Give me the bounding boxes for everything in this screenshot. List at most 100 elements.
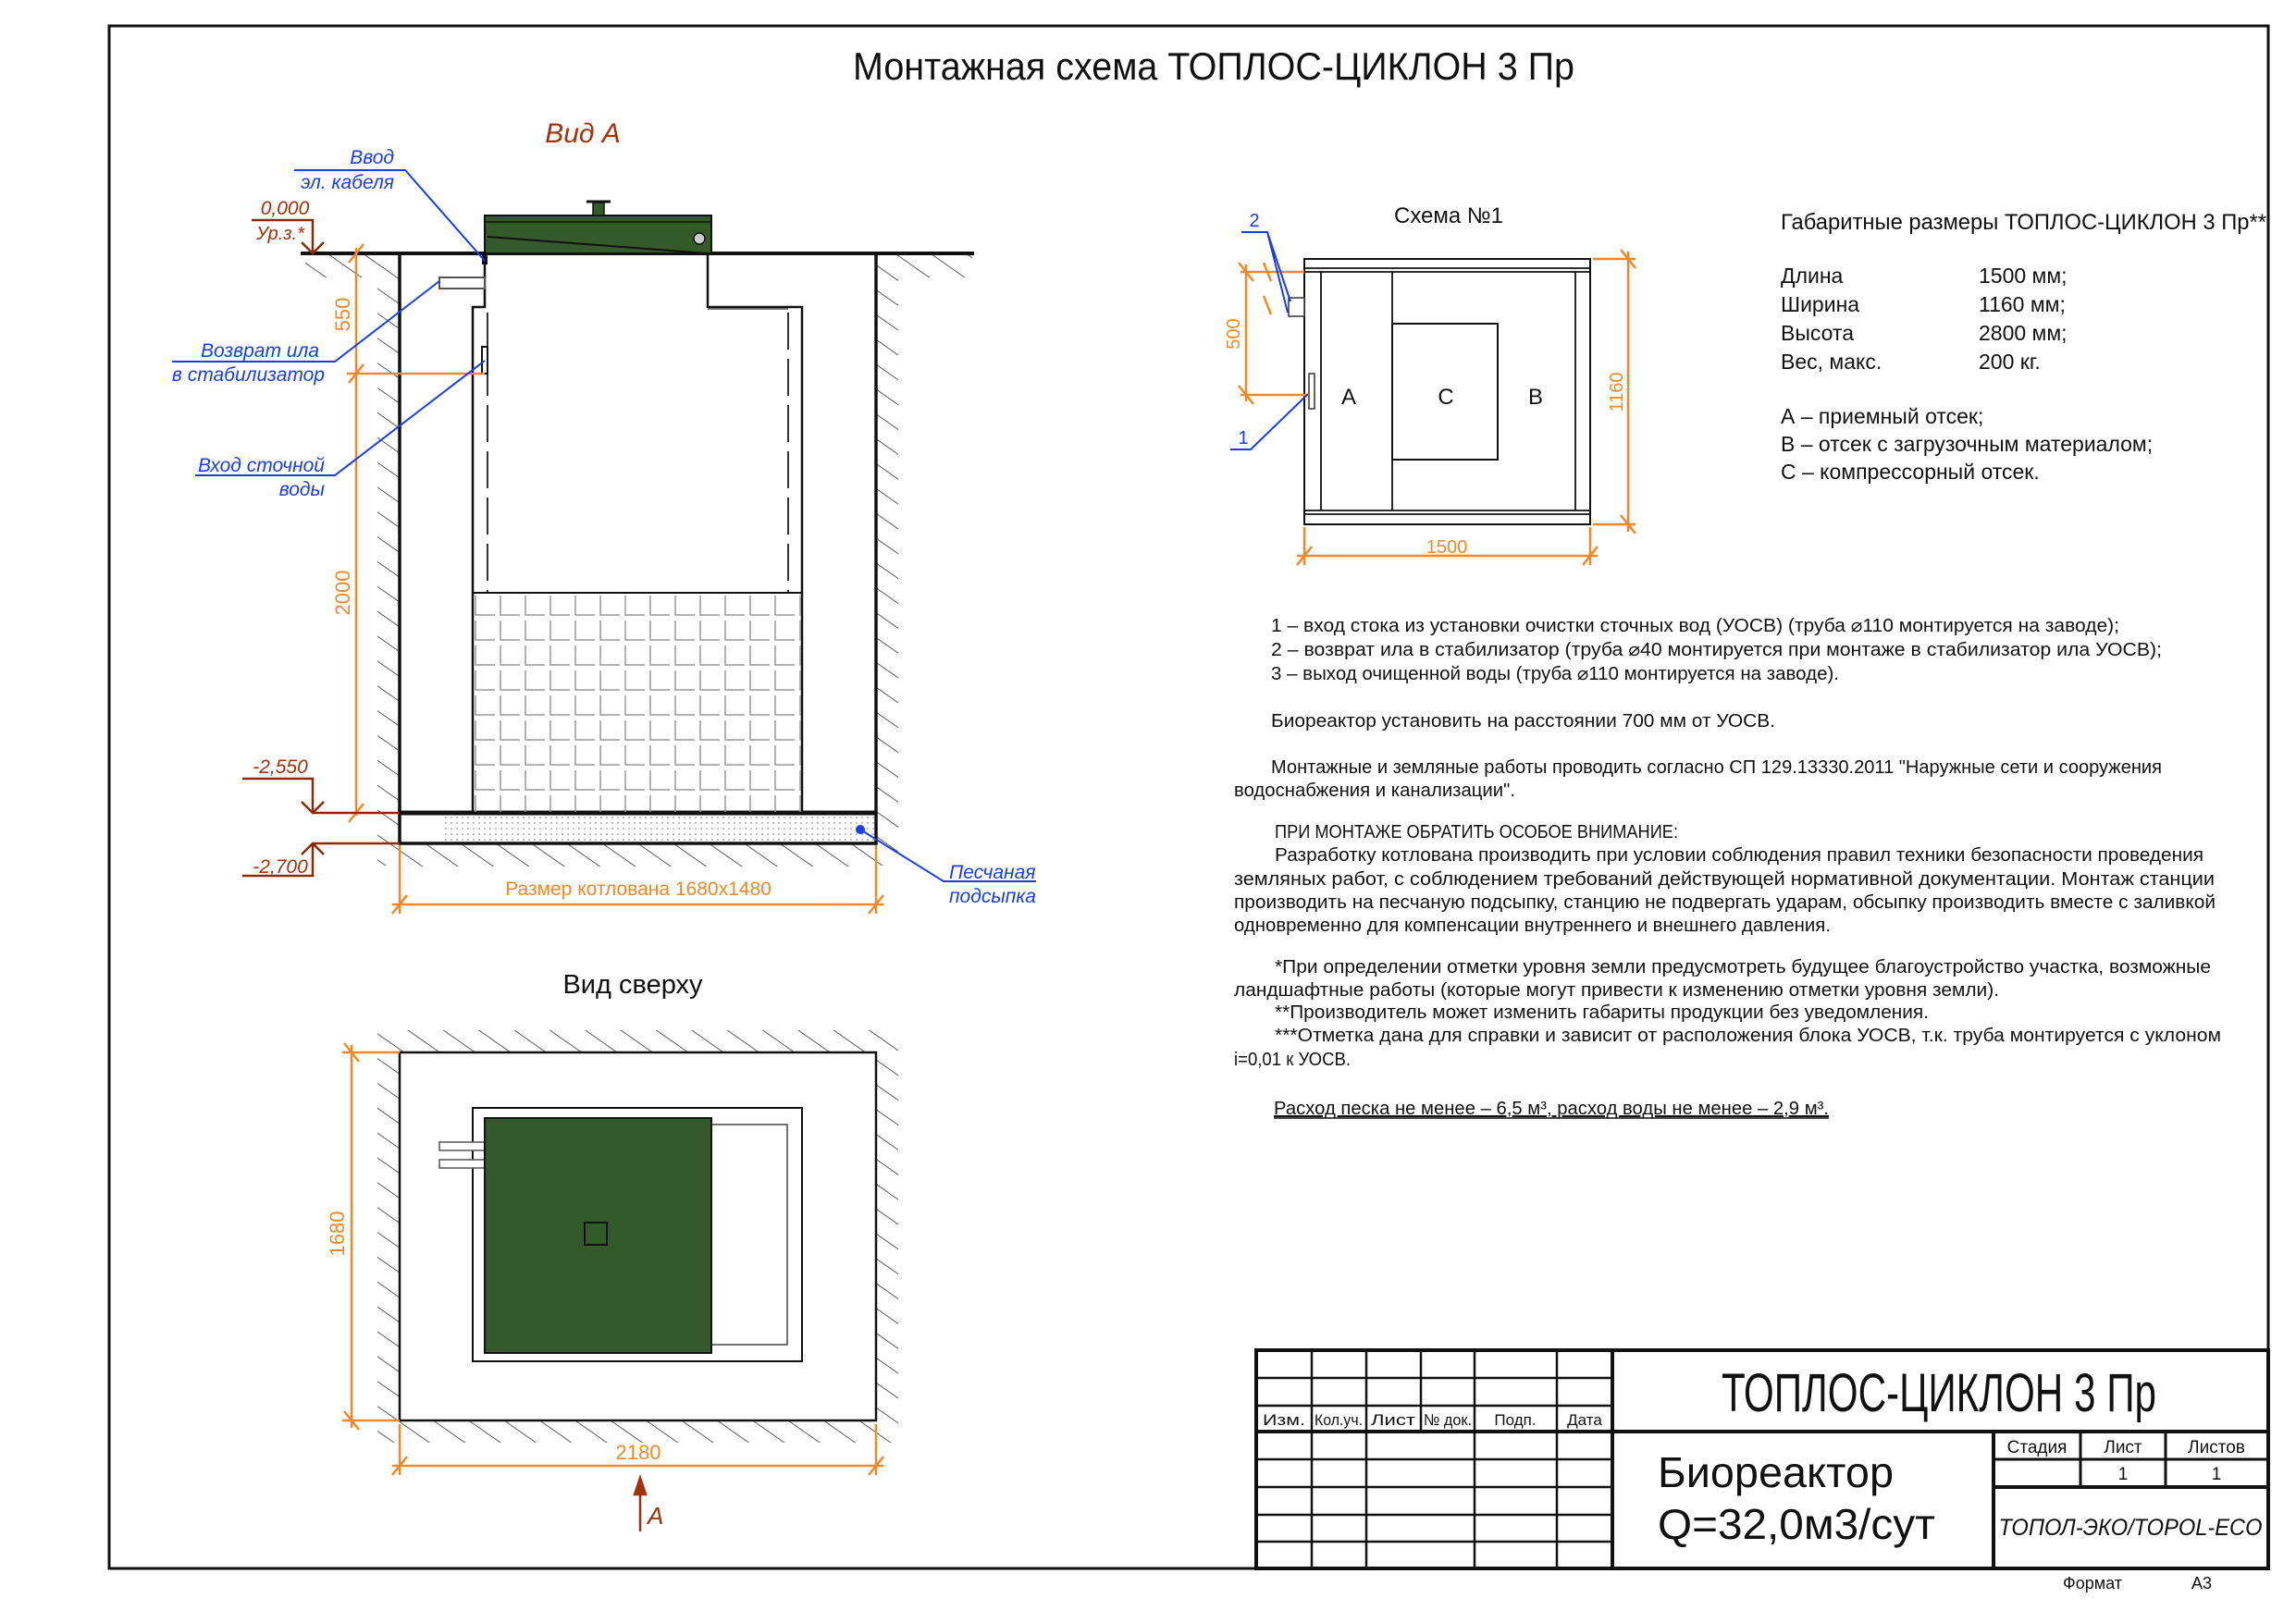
spec-label: Вес, макс. (1781, 350, 1882, 374)
legend-item: С – компрессорный отсек. (1781, 460, 2040, 484)
scheme-1: Схема №1 А С В 1160 1500 500 2 1 (1224, 203, 1636, 566)
page-title: Монтажная схема ТОПЛОС-ЦИКЛОН 3 Пр (853, 44, 1574, 88)
stage-label: Стадия (2007, 1438, 2068, 1457)
callout-sand-line1: Песчаная (949, 862, 1035, 883)
view-a-section: Вид А 550 2000 Размер к (172, 118, 1036, 915)
scheme-outline (1303, 258, 1591, 525)
sheets-label: Листов (2188, 1438, 2245, 1457)
dim-550-label: 550 (331, 298, 354, 332)
legend-item: А – приемный отсек; (1781, 404, 1983, 428)
callout-cable-entry-line1: Ввод (350, 147, 394, 168)
sheet-border (107, 24, 2270, 1570)
top-tank-inner (710, 1124, 788, 1346)
footnote-line: ***Отметка дана для справки и зависит от… (1275, 1026, 2221, 1046)
tank-lid (484, 215, 712, 254)
specs-title: Габаритные размеры ТОПЛОС-ЦИКЛОН 3 Пр** (1781, 210, 2266, 235)
title-block-main-lines (1256, 1350, 2268, 1568)
lid-vent (592, 202, 605, 216)
sheets-value: 1 (2212, 1465, 2222, 1484)
callout-1: 1 (1238, 428, 1248, 449)
dim-1680-label: 1680 (326, 1211, 349, 1257)
dim-500-label: 500 (1224, 318, 1244, 349)
footnote-line: ландшафтные работы (которые могут привес… (1234, 980, 1999, 1001)
callout-1-leader (1230, 393, 1309, 450)
callout-2-leader (1241, 231, 1291, 314)
format-value: А3 (2191, 1574, 2212, 1592)
header-list: Лист (1371, 1411, 1415, 1429)
lid-slope (487, 236, 709, 254)
spec-label: Ширина (1781, 292, 1859, 316)
view-arrow-icon (633, 1474, 648, 1531)
elevation-pit-bottom: -2,700 (253, 856, 308, 878)
top-hatch-top (377, 1030, 898, 1052)
title-block-grid (1256, 1350, 1612, 1568)
header-doc: № док. (1424, 1411, 1472, 1429)
lid-lock-icon (693, 232, 706, 245)
dim-500-ticks (1238, 262, 1309, 405)
scheme-pipe-2 (1288, 297, 1305, 317)
top-hatch-right (876, 1052, 898, 1420)
note-item: 2 – возврат ила в стабилизатор (труба ⌀4… (1271, 640, 2162, 660)
callout-inlet-leader (195, 360, 486, 476)
sludge-return-pipe (438, 277, 486, 289)
elevation-pit-bottom-mark (242, 842, 400, 878)
inlet-stub (481, 346, 488, 375)
spec-value: 2800 мм; (1979, 321, 2068, 345)
attention-line: производить на песчаную подсыпку, станци… (1234, 892, 2216, 913)
view-a-title: Вид А (545, 118, 621, 149)
note-item: 3 – выход очищенной воды (труба ⌀110 мон… (1271, 664, 1839, 684)
callout-inlet-line1: Вход сточной (198, 455, 325, 476)
note-item: 1 – вход стока из установки очистки сточ… (1271, 616, 2119, 636)
dim-pit-ticks (391, 845, 884, 915)
elevation-ground-mark (252, 218, 325, 255)
note-works: водоснабжения и канализации". (1234, 781, 1515, 801)
footnote-line: i=0,01 к УОСВ. (1234, 1050, 1351, 1070)
sheet-value: 1 (2118, 1465, 2129, 1484)
callout-sludge-return-line1: Возврат ила (201, 340, 319, 362)
callout-sand-leader (859, 829, 1036, 882)
top-hatch-left (377, 1052, 400, 1420)
attention-line: земляных работ, с соблюдением требований… (1234, 869, 2215, 890)
dim-1160-ticks (1593, 249, 1636, 535)
doc-name-line1: Биореактор (1658, 1448, 1894, 1496)
notes-block: 1 – вход стока из установки очистки сточ… (1234, 616, 2221, 1119)
dim-2180-ticks (391, 1424, 884, 1476)
sand-bed (442, 816, 874, 842)
header-kol: Кол.уч. (1315, 1411, 1363, 1429)
title-block: Изм. Кол.уч. Лист № док. Подп. Дата ТОПЛ… (1254, 1348, 2270, 1592)
attention-line: Разработку котлована производить при усл… (1275, 845, 2203, 866)
soil-hatch-ground-left (305, 255, 377, 277)
product-name: ТОПЛОС-ЦИКЛОН 3 Пр (1722, 1363, 2156, 1423)
compartment-b: В (1528, 385, 1543, 410)
scheme-compressor-box (1391, 323, 1499, 461)
callout-cable-entry-leader (294, 169, 486, 262)
note-distance: Биореактор установить на расстоянии 700 … (1271, 711, 1775, 732)
dim-pit-label: Размер котлована 1680х1480 (505, 879, 772, 900)
top-view-title: Вид сверху (562, 970, 703, 1000)
top-lid (484, 1117, 712, 1354)
soil-hatch-ground-right (898, 255, 972, 277)
elevation-ground-label: Ур.з.* (255, 224, 305, 244)
footnote-line: **Производитель может изменить габариты … (1275, 1002, 1929, 1023)
note-works: Монтажные и земляные работы проводить со… (1271, 757, 2162, 778)
header-sign: Подп. (1494, 1411, 1536, 1429)
elevation-tank-bottom-mark (242, 777, 400, 815)
view-arrow-label: А (646, 1502, 663, 1530)
specs-block: Габаритные размеры ТОПЛОС-ЦИКЛОН 3 Пр** … (1781, 210, 2266, 484)
callout-cable-entry-line2: эл. кабеля (301, 172, 394, 193)
header-izm: Изм. (1263, 1411, 1305, 1429)
legend-item: В – отсек с загрузочным материалом; (1781, 432, 2153, 456)
dim-2180-label: 2180 (616, 1441, 661, 1464)
filter-media (472, 592, 803, 814)
soil-hatch-right (876, 255, 898, 866)
top-hatch-bottom (377, 1420, 898, 1443)
dim-1500-ticks (1296, 527, 1599, 566)
header-date: Дата (1567, 1411, 1602, 1429)
scheme-title: Схема №1 (1394, 203, 1503, 228)
attention-line: одновременно для компенсации внутреннего… (1234, 916, 1831, 936)
top-view: Вид сверху 1680 2180 А (326, 970, 898, 1531)
sheet-label: Лист (2104, 1438, 2142, 1457)
top-pit-outline (398, 1051, 878, 1422)
spec-value: 1160 мм; (1979, 292, 2066, 316)
